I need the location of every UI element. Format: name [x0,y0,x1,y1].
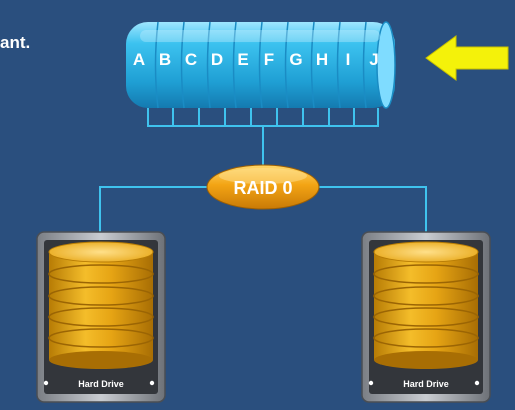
data-block-label: C [185,50,197,69]
data-block-label: E [237,50,248,69]
connector-lines [99,108,427,233]
hard-drive-platters [48,241,154,369]
raid-controller: RAID 0 [206,164,320,210]
data-block-label: J [369,50,378,69]
hard-drive-label: Hard Drive [78,379,124,389]
hard-drive: Hard Drive [361,231,491,403]
raid-label: RAID 0 [233,178,292,198]
hard-drive-label: Hard Drive [403,379,449,389]
right-to-left-arrow-icon [425,35,509,81]
data-block-label: B [159,50,171,69]
slide-text-fragment: ant. [0,33,31,52]
hard-drive-platters [373,241,479,369]
data-block-label: H [316,50,328,69]
data-block-label: D [211,50,223,69]
data-blocks-cylinder: A B C D E F G H I J [126,21,396,109]
data-block-label: I [346,50,351,69]
hard-drive: Hard Drive [36,231,166,403]
data-block-label: G [289,50,302,69]
data-block-label: F [264,50,274,69]
data-block-label: A [133,50,145,69]
